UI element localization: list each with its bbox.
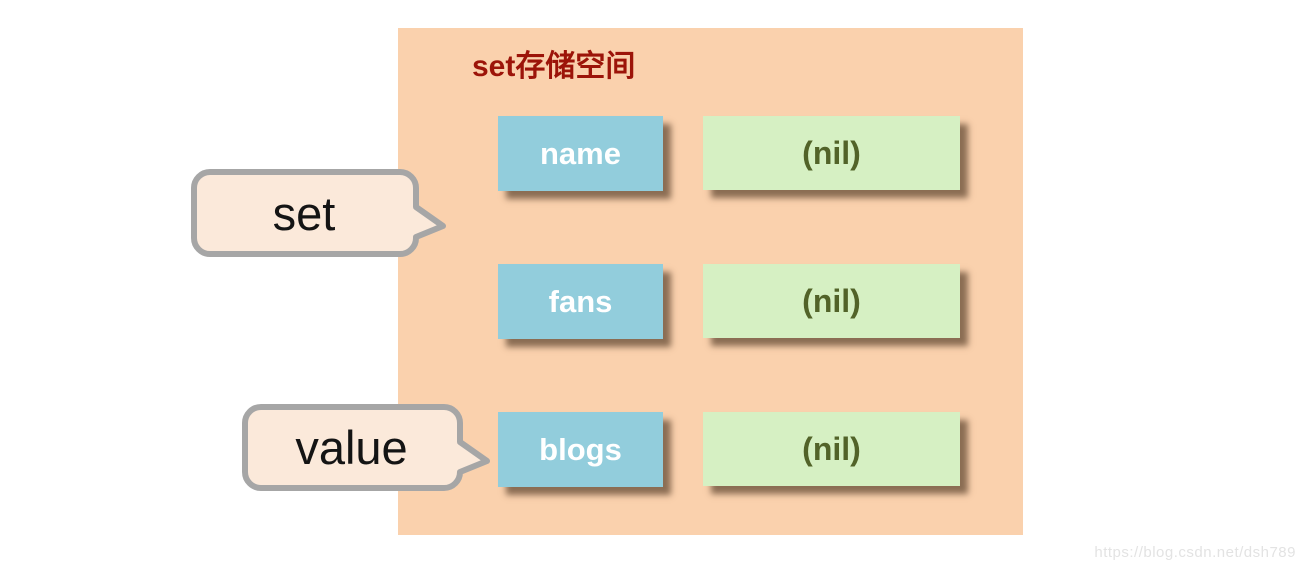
- speech-bubble-shape: [242, 404, 490, 491]
- watermark: https://blog.csdn.net/dsh789: [1094, 544, 1296, 561]
- speech-bubble-shape: [191, 169, 446, 257]
- storage-row: fans (nil): [398, 264, 1023, 339]
- callout-value: value: [242, 404, 490, 492]
- storage-row: name (nil): [398, 116, 1023, 191]
- panel-title: set存储空间: [472, 50, 635, 84]
- callout-set: set: [191, 169, 447, 259]
- panel-title-suffix: 存储空间: [515, 50, 636, 83]
- key-box-blogs: blogs: [498, 412, 663, 487]
- callout-value-label: value: [295, 420, 408, 474]
- storage-panel: set存储空间 name (nil) fans (nil) blogs (nil…: [398, 28, 1023, 535]
- callout-set-label: set: [272, 186, 336, 240]
- key-box-fans: fans: [498, 264, 663, 339]
- key-box-name: name: [498, 116, 663, 191]
- value-box-name: (nil): [703, 116, 960, 190]
- value-box-blogs: (nil): [703, 412, 960, 486]
- panel-title-prefix: set: [472, 50, 516, 83]
- storage-row: blogs (nil): [398, 412, 1023, 487]
- value-box-fans: (nil): [703, 264, 960, 338]
